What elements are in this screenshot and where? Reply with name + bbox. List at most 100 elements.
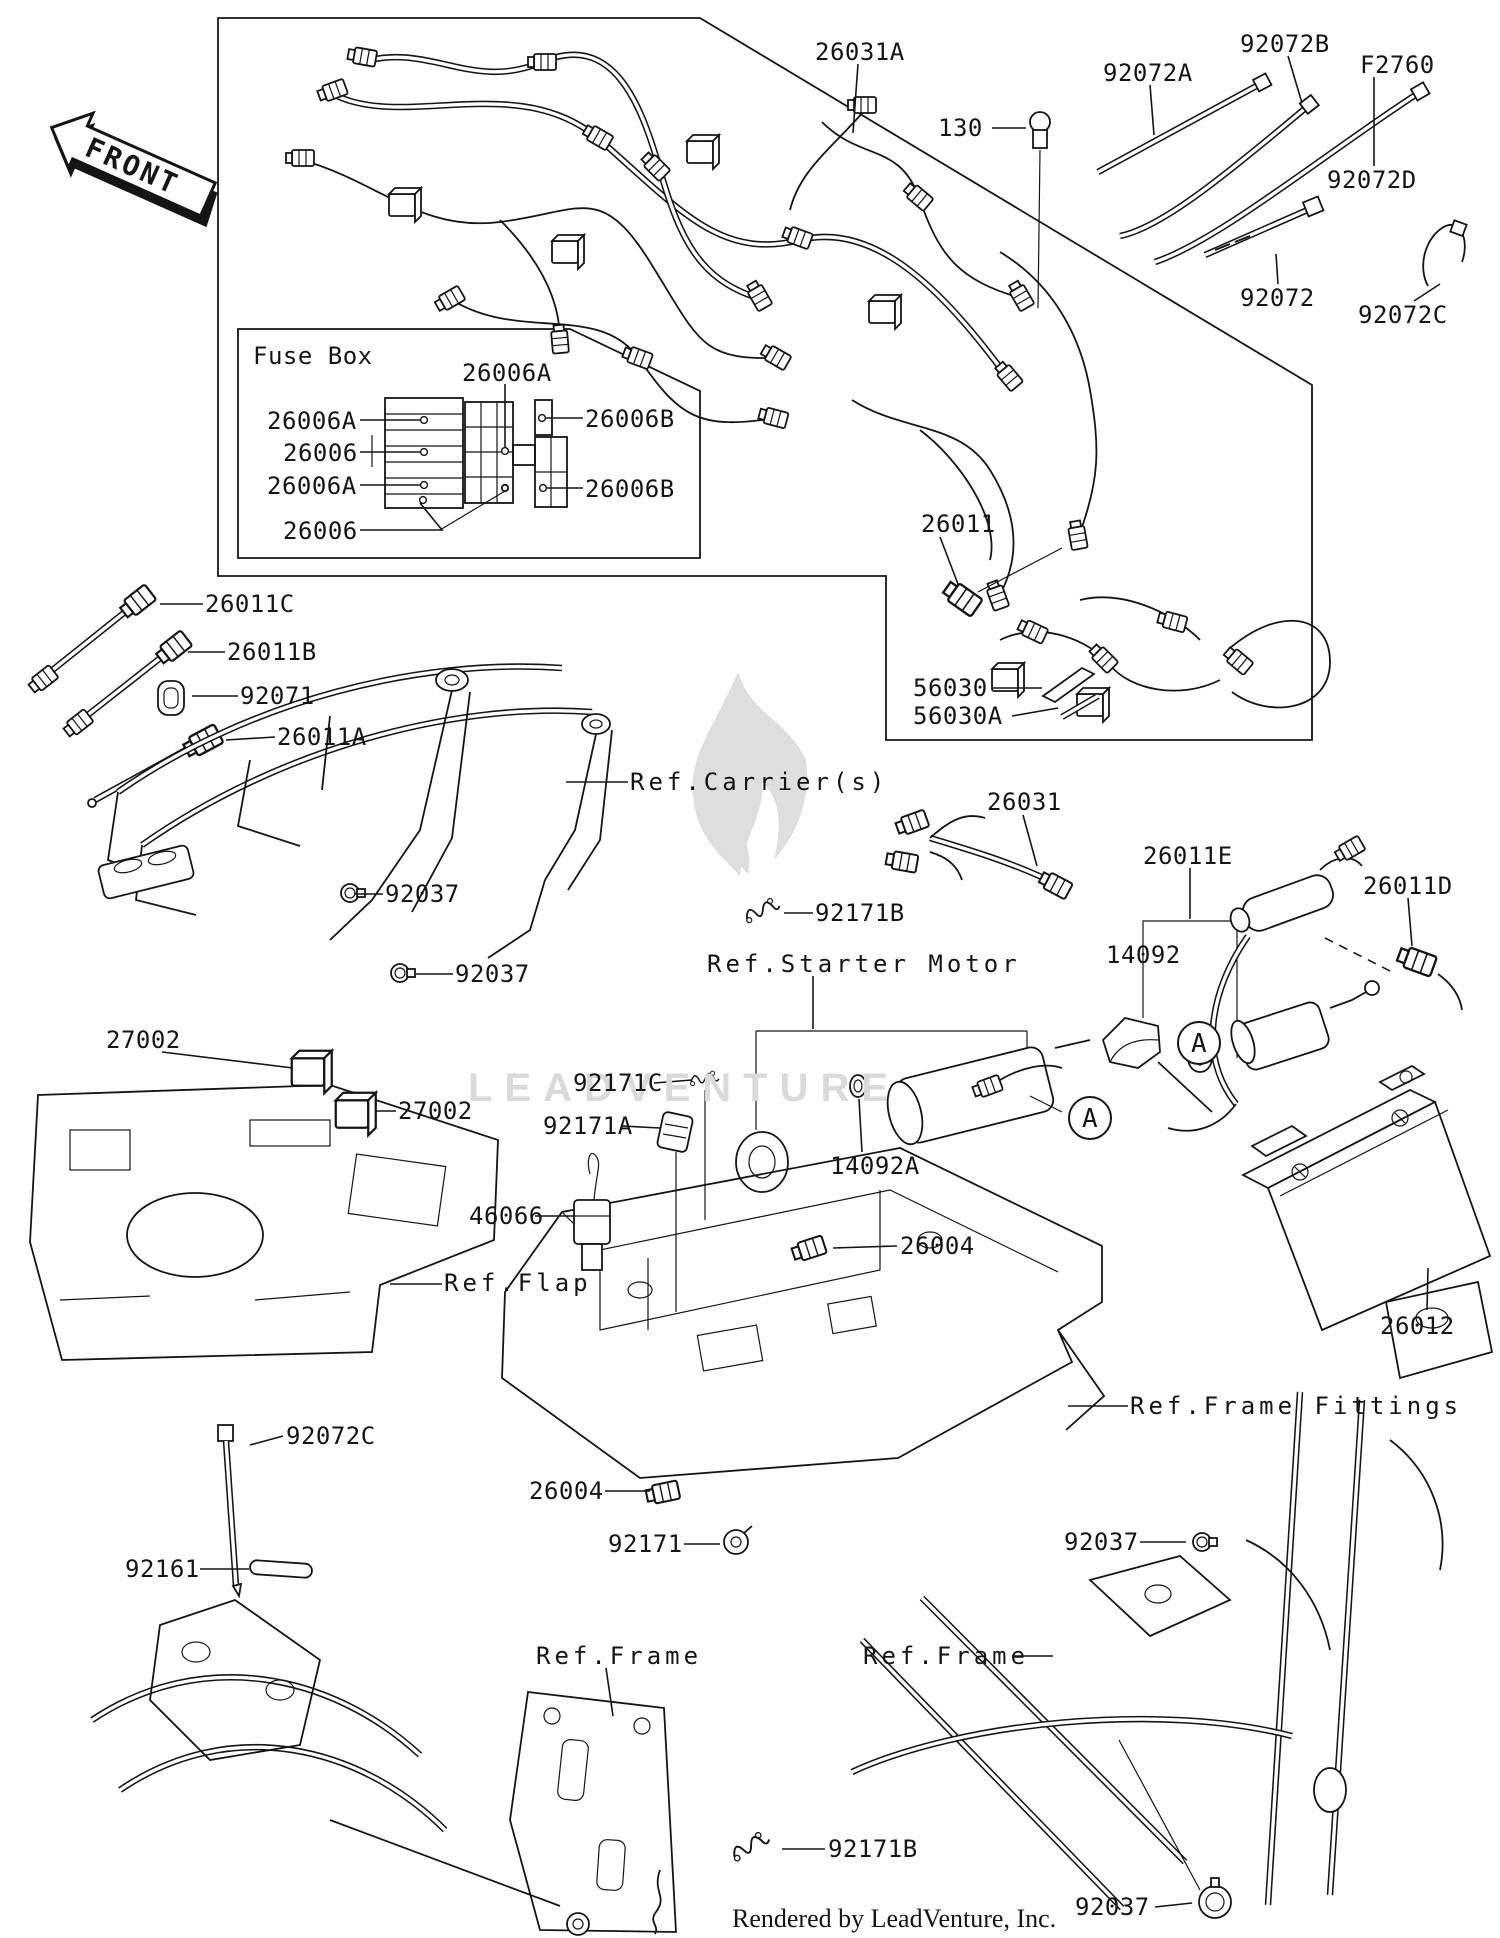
leader-92171A [621,1125,661,1129]
leader-26031A [852,63,859,134]
front-frame-drawing [90,1599,677,1936]
part-label-92072A: 92072A [1103,59,1193,87]
main-harness-drawing [285,45,1098,612]
part-label-130: 130 [938,114,983,142]
part-label-92037-3: 92037 [1064,1528,1139,1556]
part-label-26004-1: 26004 [900,1232,975,1260]
pigtail-26031 [884,808,1074,901]
part-label-26006A-top: 26006A [462,359,552,387]
part-label-92072C-left: 92072C [286,1422,376,1450]
leader-26011 [939,536,959,585]
tray-small-parts [573,1070,828,1555]
part-label-26031A: 26031A [815,38,905,66]
svg-text:A: A [1191,1029,1207,1059]
leader-92072C-left [249,1435,284,1446]
carrier-drawing [97,663,613,983]
part-label-26031: 26031 [987,788,1062,816]
watermark-logo [692,672,808,876]
connector-26011d [1394,943,1463,1011]
harness-box [217,17,1313,741]
part-label-ref-frame-fittings: Ref.Frame Fittings [1130,1392,1463,1420]
battery-cable-26011e [1167,834,1393,1132]
part-label-26006B-2: 26006B [585,475,675,503]
leader-92037-4 [1154,1902,1193,1908]
part-label-26011C: 26011C [205,590,295,618]
leader-26012 [1426,1267,1429,1311]
detail-marker-a1: A [1177,1021,1221,1065]
part-label-ref-frame-left: Ref.Frame [536,1642,703,1670]
leader-92072B [1287,55,1303,104]
leader-26006-bot [360,502,444,531]
part-label-ref-starter-motor: Ref.Starter Motor [707,950,1021,978]
leader-14092A [858,1098,863,1153]
part-label-27002-2: 27002 [398,1097,473,1125]
part-label-26011A: 26011A [277,723,367,751]
part-label-92037-4: 92037 [1075,1893,1150,1921]
part-label-26012: 26012 [1380,1312,1455,1340]
leader-26031 [1022,814,1038,867]
leader-26011A [225,736,276,741]
fuse-box-outline [237,328,701,559]
part-label-92072B: 92072B [1240,30,1330,58]
part-label-26011: 26011 [921,510,996,538]
part-label-26006A-l2: 26006A [267,472,357,500]
part-label-fuse-box: Fuse Box [253,342,373,370]
watermark-text: LEADVENTURE [468,1066,901,1110]
part-label-92037-1: 92037 [385,880,460,908]
part-label-27002-1: 27002 [106,1026,181,1054]
leader-26011D [1407,897,1413,947]
part-label-92161: 92161 [125,1555,200,1583]
part-label-56030A: 56030A [913,702,1003,730]
part-label-92171B-bot: 92171B [828,1835,918,1863]
part-label-26004-2: 26004 [529,1477,604,1505]
leader-27002-1 [161,1051,294,1069]
part-label-26006-l1: 26006 [283,439,358,467]
rear-frame-drawing [850,1280,1494,1919]
svg-text:A: A [1082,1104,1098,1134]
part-label-92171B-top: 92171B [815,899,905,927]
part-label-26011B: 26011B [227,638,317,666]
leader-ref-frame-left [605,1667,614,1717]
leader-92072A [1149,84,1155,136]
bracket-14092 [1101,920,1238,1113]
part-label-ref-carrier: Ref.Carrier(s) [630,768,889,796]
washer-14092a [849,1074,867,1098]
footer-credit: Rendered by LeadVenture, Inc. [732,1904,1057,1933]
part-label-26011E: 26011E [1143,842,1233,870]
part-label-26006-bot: 26006 [283,517,358,545]
part-label-14092: 14092 [1106,941,1181,969]
part-label-92071: 92071 [240,682,315,710]
leader-92072C-top [1413,283,1441,302]
bolt-130 [1029,111,1051,309]
leader-92072 [1275,253,1279,285]
leader-56030A [1011,707,1059,717]
part-label-92171C: 92171C [573,1069,663,1097]
part-label-92171: 92171 [608,1530,683,1558]
part-label-ref-frame-right: Ref.Frame [863,1642,1030,1670]
part-label-26006B-1: 26006B [585,405,675,433]
part-label-46066: 46066 [469,1202,544,1230]
part-label-14092A: 14092A [830,1152,920,1180]
part-label-56030: 56030 [913,674,988,702]
part-label-92037-2: 92037 [455,960,530,988]
part-label-26006A-l1: 26006A [267,407,357,435]
detail-marker-a2: A [1068,1096,1112,1140]
flap-drawing [29,1049,499,1361]
part-label-92072: 92072 [1240,284,1315,312]
part-label-F2760: F2760 [1360,51,1435,79]
front-direction-arrow: FRONT [49,110,218,228]
left-small-parts [217,1424,313,1599]
leader-26004-1 [832,1245,898,1249]
cable-ties [1029,72,1468,309]
part-label-26011D: 26011D [1363,872,1453,900]
starter-motor-drawing [735,980,1380,1193]
part-label-92072D: 92072D [1327,166,1417,194]
battery-drawing [1241,1064,1492,1332]
part-label-92171A: 92171A [543,1112,633,1140]
sub-harness-26011 [939,547,1331,723]
leader-92171C [653,1079,693,1084]
